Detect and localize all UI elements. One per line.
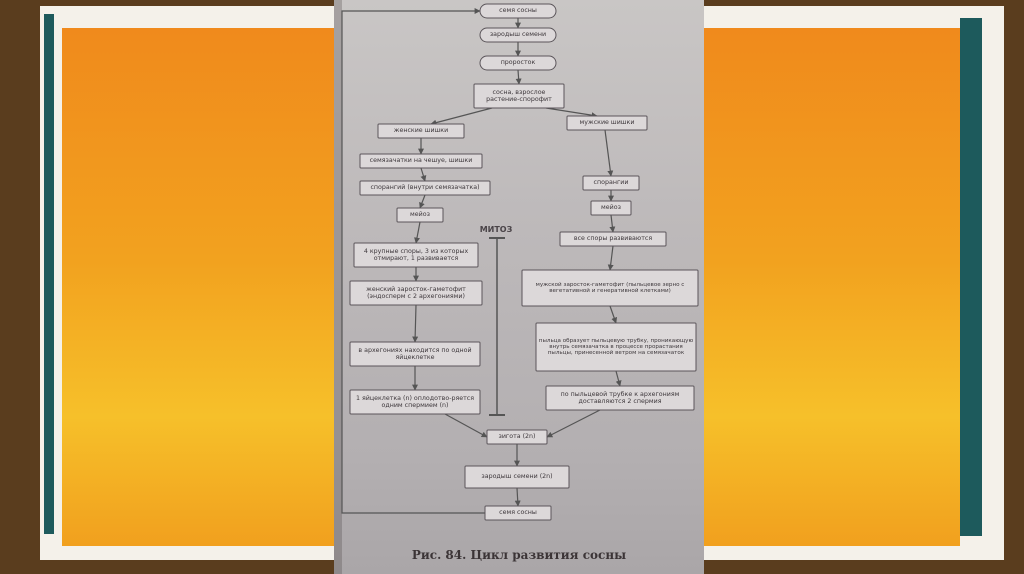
- photo-shadow: [334, 0, 342, 574]
- edge: [515, 69, 522, 85]
- node-n-meiosis-m: мейоз: [590, 200, 632, 216]
- edge: [609, 305, 618, 324]
- node-n-adult: сосна, взрослое растение-спорофит: [473, 83, 565, 109]
- edge: [604, 129, 614, 177]
- edge: [419, 194, 426, 209]
- node-text: все споры развиваются: [573, 235, 653, 243]
- node-n-seed-bottom: семя сосны: [484, 505, 552, 521]
- node-n-zygote: зигота (2n): [486, 429, 548, 445]
- node-text: семя сосны: [499, 509, 537, 517]
- node-n-female-cones: женские шишки: [377, 123, 465, 139]
- edge: [430, 107, 493, 126]
- node-text: в архегониях находится по одной яйцеклет…: [358, 346, 472, 361]
- node-text: спорангии: [593, 179, 629, 187]
- orange-panel-right: [704, 28, 960, 546]
- edge: [341, 8, 485, 514]
- node-text: мужской заросток-гаметофит (пыльцевое зе…: [535, 281, 685, 294]
- node-text: сосна, взрослое растение-спорофит: [486, 88, 552, 103]
- node-text: женский заросток-гаметофит (эндосперм с …: [366, 285, 466, 300]
- edge: [546, 409, 601, 438]
- orange-panel-left: [62, 28, 334, 546]
- edge: [420, 167, 427, 182]
- node-text: женские шишки: [393, 127, 449, 135]
- edge: [514, 487, 521, 507]
- diagram-nodes: семя сосны зародыш семени проросток сосна, …: [349, 3, 699, 521]
- node-text: мейоз: [601, 204, 621, 212]
- node-text: спорангий (внутри семязачатка): [370, 184, 480, 192]
- node-text: проросток: [500, 59, 536, 67]
- node-text: 4 крупные споры, 3 из которых отмирают, …: [363, 247, 469, 262]
- node-n-female-gam: женский заросток-гаметофит (эндосперм с …: [349, 280, 483, 306]
- node-n-egg: 1 яйцеклетка (n) оплодотво-ряется одним …: [349, 389, 481, 415]
- edge: [545, 107, 598, 119]
- node-n-embryo2: зародыш семени (2n): [464, 465, 570, 489]
- node-text: мужские шишки: [579, 119, 635, 127]
- node-text: зародыш семени (2n): [481, 473, 553, 481]
- node-text: мейоз: [410, 211, 430, 219]
- edge: [412, 304, 419, 343]
- node-n-sporangia-m: спорангии: [582, 175, 640, 191]
- mitosis-bracket: МИТОЗ: [480, 225, 513, 416]
- node-n-all-spores: все споры развиваются: [559, 231, 667, 247]
- node-n-pollen-tube: пыльца образует пыльцевую трубку, проник…: [535, 322, 697, 372]
- node-n-sperm: по пыльцевой трубке к архегониям доставл…: [545, 385, 695, 411]
- diagram-edges: [341, 8, 622, 514]
- node-text: 1 яйцеклетка (n) оплодотво-ряется одним …: [355, 394, 475, 409]
- edge: [609, 214, 616, 233]
- edge: [615, 370, 622, 387]
- node-n-archegonia: в архегониях находится по одной яйцеклет…: [349, 341, 481, 367]
- teal-accent-right: [960, 18, 982, 536]
- node-n-sprout: проросток: [479, 55, 557, 71]
- node-text: зародыш семени: [489, 31, 547, 39]
- node-n-seed-top: семя сосны: [479, 3, 557, 19]
- node-text: зигота (2n): [498, 433, 536, 441]
- figure-caption: Рис. 84. Цикл развития сосны: [411, 548, 627, 562]
- edge: [607, 245, 614, 271]
- edge: [414, 221, 421, 244]
- node-n-four-spores: 4 крупные споры, 3 из которых отмирают, …: [353, 242, 479, 268]
- node-text: пыльца образует пыльцевую трубку, проник…: [538, 337, 694, 357]
- edge: [444, 413, 488, 438]
- node-n-sporangium-f: спорангий (внутри семязачатка): [359, 180, 491, 196]
- node-n-ovules: семязачатки на чешуе, шишки: [359, 153, 483, 169]
- node-text: семя сосны: [499, 7, 537, 15]
- node-text: по пыльцевой трубке к архегониям доставл…: [560, 390, 680, 405]
- teal-accent-left: [44, 14, 54, 534]
- node-text: семязачатки на чешуе, шишки: [369, 157, 473, 165]
- mitosis-label: МИТОЗ: [480, 225, 513, 234]
- node-n-male-gam: мужской заросток-гаметофит (пыльцевое зе…: [521, 269, 699, 307]
- node-n-embryo: зародыш семени: [479, 27, 557, 43]
- node-n-meiosis-f: мейоз: [396, 207, 444, 223]
- node-n-male-cones: мужские шишки: [566, 115, 648, 131]
